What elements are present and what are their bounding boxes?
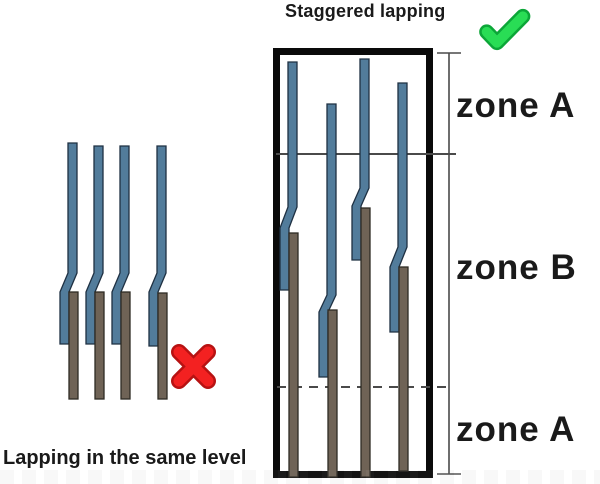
lower-rebar <box>327 309 338 478</box>
lower-rebar <box>68 291 79 400</box>
check-icon <box>479 8 531 51</box>
lower-rebar <box>288 232 299 478</box>
lower-rebar <box>360 207 371 478</box>
same-level-lapping-bars <box>59 142 168 400</box>
column-frame <box>273 48 433 478</box>
dimension-line <box>437 52 461 475</box>
watermark <box>0 470 600 484</box>
zone-a-bottom-label: zone A <box>456 410 576 449</box>
cross-icon <box>171 344 216 389</box>
same-level-lapping-caption: Lapping in the same level <box>3 447 247 469</box>
lower-rebar <box>94 291 105 400</box>
staggered-lapping-title: Staggered lapping <box>285 1 446 21</box>
lower-rebar <box>398 266 409 472</box>
lower-rebar <box>120 291 131 400</box>
zone-b-label: zone B <box>456 248 577 287</box>
lower-rebar <box>157 292 168 400</box>
zone-a-top-label: zone A <box>456 86 576 125</box>
staggered-lapping-bars <box>279 58 409 478</box>
